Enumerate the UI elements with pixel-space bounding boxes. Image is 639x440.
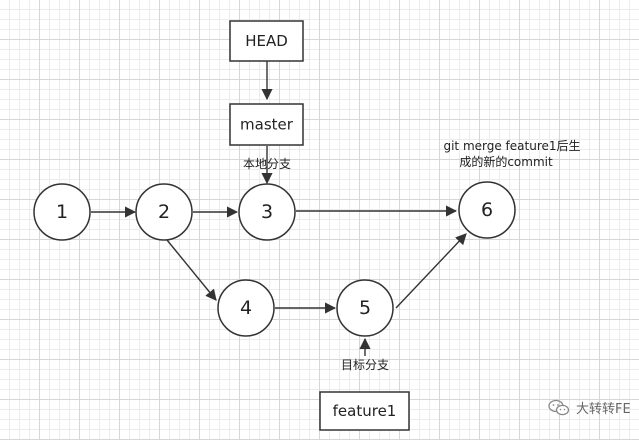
commit-5: 5 [336,279,394,337]
commit-6-label: 6 [481,199,493,221]
head-box: HEAD [229,20,304,62]
commit-1-label: 1 [56,201,68,223]
local-branch-note: 本地分支 [243,157,291,171]
watermark-text: 大转转FE [576,402,631,417]
feature1-box: feature1 [319,391,410,431]
master-label: master [240,116,294,134]
merge-note-line-2: 成的新的commit [459,154,553,169]
commit-3: 3 [238,183,296,241]
commit-2: 2 [135,183,193,241]
merge-note-line-1: git merge feature1后生 [443,139,580,153]
head-label: HEAD [245,32,288,50]
commit-5-label: 5 [359,297,371,319]
commit-4: 4 [217,279,275,337]
commit-6: 6 [458,181,516,239]
wechat-icon [548,399,570,417]
target-branch-note: 目标分支 [341,358,389,372]
edge-commit-2-to-4 [166,239,217,301]
commit-4-label: 4 [240,297,252,319]
commit-1: 1 [33,183,91,241]
feature1-label: feature1 [333,402,397,420]
watermark: 大转转FE [548,398,631,417]
edge-commit-5-to-6 [395,233,467,309]
commit-3-label: 3 [261,201,273,223]
commit-2-label: 2 [158,201,170,223]
master-box: master [229,103,304,146]
